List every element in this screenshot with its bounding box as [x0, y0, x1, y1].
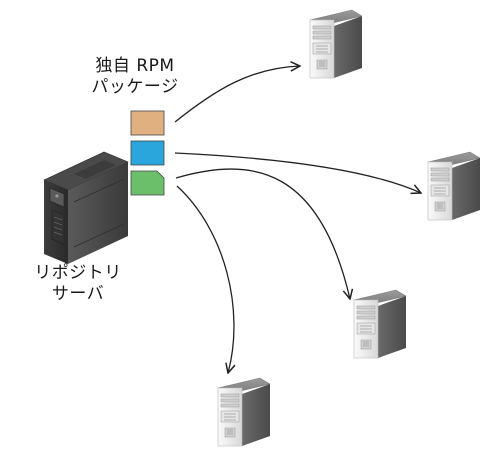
package-label: 独自 RPM パッケージ: [70, 56, 200, 98]
arrow-to-right-client: [174, 152, 421, 193]
client-server-middle-icon: [353, 289, 407, 359]
package-orange-icon: [130, 110, 165, 136]
repository-label: リポジトリ サーバ: [18, 263, 138, 305]
package-label-line-1: 独自 RPM: [95, 56, 175, 76]
repository-label-line-1: リポジトリ: [34, 263, 122, 283]
package-green-icon: [130, 170, 165, 196]
arrow-to-middle-client: [175, 168, 350, 299]
package-label-line-2: パッケージ: [91, 77, 179, 97]
repository-label-line-2: サーバ: [51, 284, 105, 304]
client-server-right-icon: [427, 151, 481, 221]
package-blue-icon: [130, 140, 165, 166]
client-server-top-icon: [309, 9, 363, 79]
arrow-to-top-client: [174, 66, 300, 123]
arrow-to-bottom-client: [176, 185, 234, 373]
client-server-bottom-icon: [217, 377, 271, 447]
repository-server-icon: [43, 151, 129, 264]
